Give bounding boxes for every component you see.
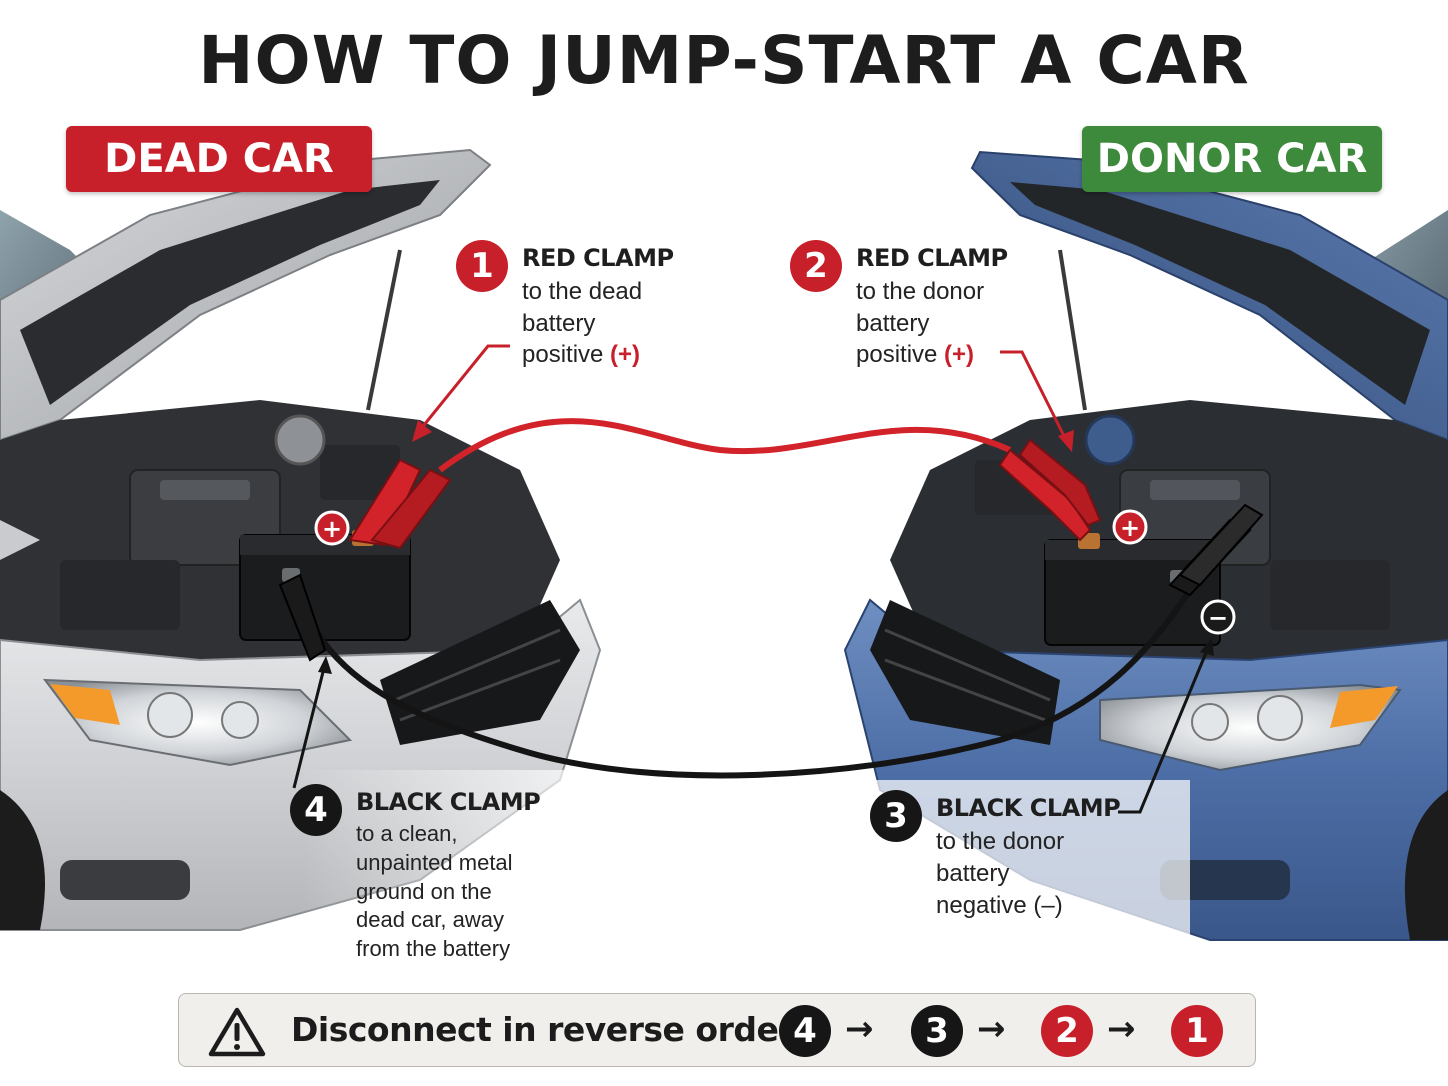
step-2-line: battery (856, 309, 930, 337)
callout-arrow-2 (1000, 350, 1074, 452)
step-4-line: from the battery (356, 936, 511, 962)
black-jumper-cable (297, 588, 1193, 779)
step-4-line: ground on the (356, 878, 492, 904)
negative-terminal-marker-donor: − (1200, 599, 1236, 635)
step-1-line-text: positive (522, 341, 604, 368)
order-arrow: → (845, 1009, 874, 1049)
callout-arrow-1 (412, 344, 510, 442)
step-1-badge: 1 (456, 240, 508, 292)
step-4-line: unpainted metal (356, 849, 513, 875)
step-3-heading: BLACK CLAMP (936, 794, 1121, 822)
red-clamp-dead (348, 458, 452, 550)
step-2-text: to the donor battery positive (+) (856, 276, 1056, 371)
step-2-line: to the donor (856, 278, 985, 305)
warning-text: Disconnect in reverse order: (291, 1010, 807, 1049)
step-1-line: battery (522, 309, 596, 337)
donor-car-label: DONOR CAR (1082, 126, 1382, 192)
order-badge-1: 1 (1171, 1005, 1223, 1057)
step-3-line: negative (–) (936, 892, 1063, 919)
black-clamp-ground (278, 573, 327, 662)
warning-triangle-icon (208, 1007, 266, 1057)
step-2-line: positive (+) (856, 339, 1056, 371)
page-title: HOW TO JUMP-START A CAR (198, 22, 1250, 99)
step-2-line-text: positive (856, 341, 938, 368)
positive-symbol-text: (+) (610, 341, 641, 368)
step-4-line: dead car, away (356, 907, 504, 933)
callout-arrow-3 (1118, 638, 1214, 814)
step-4-heading: BLACK CLAMP (356, 788, 541, 816)
step-1-heading: RED CLAMP (522, 244, 674, 272)
step-3-line: battery (936, 860, 1010, 887)
positive-terminal-marker-dead: + (314, 510, 350, 546)
step-2-badge: 2 (790, 240, 842, 292)
black-clamp-donor (1168, 503, 1264, 597)
positive-symbol: + (1120, 514, 1140, 542)
dead-car-label: DEAD CAR (66, 126, 372, 192)
order-badge-2: 2 (1041, 1005, 1093, 1057)
step-3-badge: 3 (870, 790, 922, 842)
order-badge-3: 3 (911, 1005, 963, 1057)
negative-symbol: − (1208, 604, 1228, 632)
positive-symbol: + (322, 515, 342, 543)
step-1-line: positive (+) (522, 339, 722, 371)
step-2-heading: RED CLAMP (856, 244, 1008, 272)
step-1-line: to the dead (522, 278, 643, 305)
callout-arrow-4 (292, 656, 332, 789)
order-arrow: → (1107, 1009, 1136, 1049)
step-3-text: to the donor battery negative (–) (936, 826, 1136, 922)
red-jumper-cable (438, 418, 1012, 473)
step-1-text: to the dead battery positive (+) (522, 276, 722, 371)
red-clamp-donor (998, 438, 1102, 542)
positive-terminal-marker-donor: + (1112, 509, 1148, 545)
order-badge-4: 4 (779, 1005, 831, 1057)
step-4-text: to a clean, unpainted metal ground on th… (356, 820, 556, 964)
step-3-line: to the donor (936, 828, 1065, 855)
disconnect-warning: Disconnect in reverse order: 4 → 3 → 2 →… (178, 993, 1256, 1067)
positive-symbol-text: (+) (944, 341, 975, 368)
step-4-badge: 4 (290, 784, 342, 836)
label-backdrop-4 (300, 770, 630, 980)
order-arrow: → (977, 1009, 1006, 1049)
step-4-line: to a clean, (356, 821, 458, 846)
